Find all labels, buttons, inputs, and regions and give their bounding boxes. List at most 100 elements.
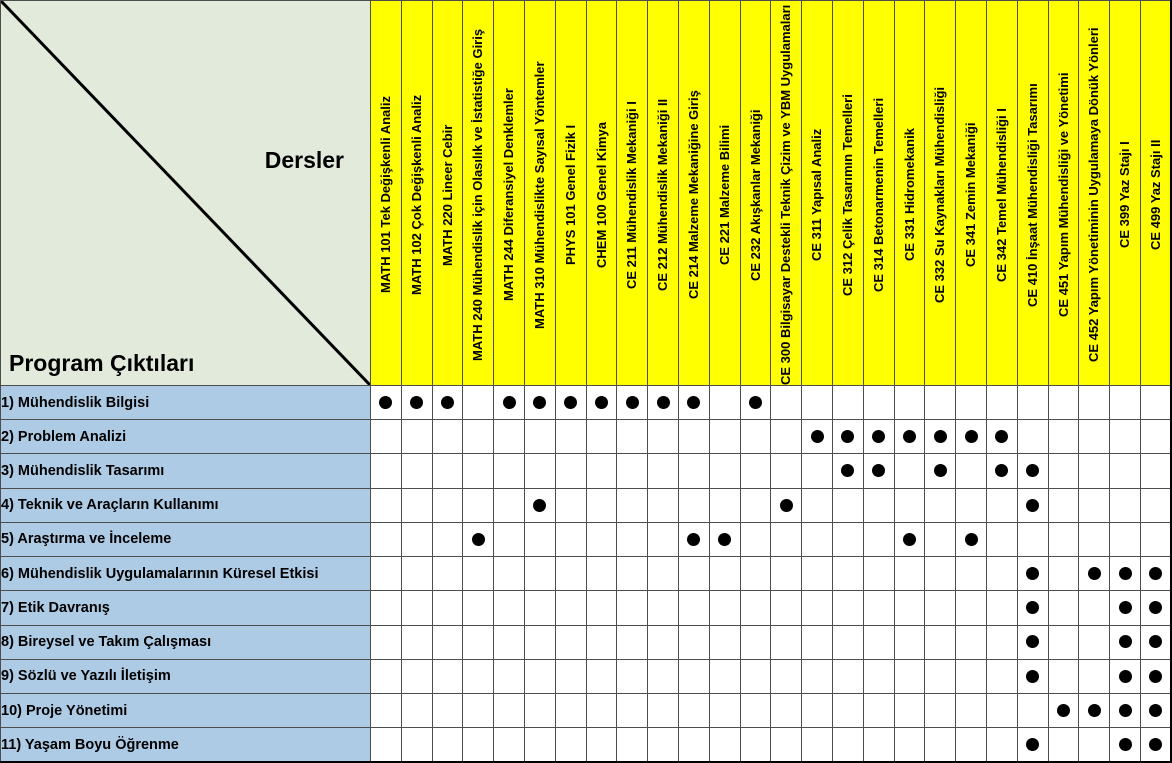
matrix-cell-r11-c1[interactable] bbox=[370, 727, 402, 763]
matrix-cell-r9-c24[interactable] bbox=[1078, 658, 1111, 694]
matrix-cell-r6-c21[interactable] bbox=[985, 556, 1018, 592]
matrix-cell-r6-c22[interactable] bbox=[1016, 556, 1049, 592]
matrix-cell-r9-c19[interactable] bbox=[924, 658, 957, 694]
matrix-cell-r3-c1[interactable] bbox=[370, 453, 402, 489]
matrix-cell-r10-c15[interactable] bbox=[801, 692, 833, 729]
matrix-cell-r11-c23[interactable] bbox=[1047, 727, 1080, 763]
matrix-cell-r11-c9[interactable] bbox=[616, 727, 649, 763]
matrix-cell-r7-c24[interactable] bbox=[1078, 590, 1111, 626]
matrix-cell-r7-c11[interactable] bbox=[677, 590, 710, 626]
matrix-cell-r11-c19[interactable] bbox=[924, 727, 957, 763]
matrix-cell-r11-c13[interactable] bbox=[739, 727, 772, 763]
matrix-cell-r1-c8[interactable] bbox=[585, 384, 618, 421]
matrix-cell-r8-c13[interactable] bbox=[739, 624, 772, 660]
matrix-cell-r9-c23[interactable] bbox=[1047, 658, 1080, 694]
matrix-cell-r7-c4[interactable] bbox=[462, 590, 495, 626]
outcome-label-1[interactable]: 1) Mühendislik Bilgisi bbox=[0, 384, 371, 421]
matrix-cell-r6-c10[interactable] bbox=[647, 556, 679, 592]
matrix-cell-r1-c13[interactable] bbox=[739, 384, 772, 421]
matrix-cell-r2-c23[interactable] bbox=[1047, 419, 1080, 455]
matrix-cell-r6-c17[interactable] bbox=[862, 556, 895, 592]
matrix-cell-r7-c20[interactable] bbox=[955, 590, 987, 626]
matrix-cell-r4-c22[interactable] bbox=[1016, 487, 1049, 523]
matrix-cell-r6-c4[interactable] bbox=[462, 556, 495, 592]
matrix-cell-r3-c10[interactable] bbox=[647, 453, 679, 489]
matrix-cell-r4-c20[interactable] bbox=[955, 487, 987, 523]
matrix-cell-r1-c25[interactable] bbox=[1109, 384, 1141, 421]
matrix-cell-r1-c22[interactable] bbox=[1016, 384, 1049, 421]
matrix-cell-r6-c16[interactable] bbox=[831, 556, 864, 592]
matrix-cell-r5-c6[interactable] bbox=[523, 521, 556, 558]
matrix-cell-r3-c9[interactable] bbox=[616, 453, 649, 489]
matrix-cell-r2-c17[interactable] bbox=[862, 419, 895, 455]
course-header-ce-314[interactable]: CE 314 Betonarmenin Temelleri bbox=[862, 0, 895, 386]
matrix-cell-r2-c13[interactable] bbox=[739, 419, 772, 455]
matrix-cell-r10-c8[interactable] bbox=[585, 692, 618, 729]
matrix-cell-r5-c15[interactable] bbox=[801, 521, 833, 558]
matrix-cell-r2-c26[interactable] bbox=[1139, 419, 1172, 455]
matrix-cell-r6-c8[interactable] bbox=[585, 556, 618, 592]
matrix-cell-r8-c12[interactable] bbox=[708, 624, 741, 660]
matrix-cell-r1-c12[interactable] bbox=[708, 384, 741, 421]
outcome-label-3[interactable]: 3) Mühendislik Tasarımı bbox=[0, 453, 371, 489]
matrix-cell-r5-c18[interactable] bbox=[893, 521, 926, 558]
matrix-cell-r7-c25[interactable] bbox=[1109, 590, 1141, 626]
matrix-cell-r4-c21[interactable] bbox=[985, 487, 1018, 523]
matrix-cell-r4-c8[interactable] bbox=[585, 487, 618, 523]
matrix-cell-r2-c4[interactable] bbox=[462, 419, 495, 455]
matrix-cell-r5-c10[interactable] bbox=[647, 521, 679, 558]
matrix-cell-r4-c18[interactable] bbox=[893, 487, 926, 523]
matrix-cell-r7-c15[interactable] bbox=[801, 590, 833, 626]
matrix-cell-r2-c24[interactable] bbox=[1078, 419, 1111, 455]
matrix-cell-r4-c4[interactable] bbox=[462, 487, 495, 523]
matrix-cell-r1-c11[interactable] bbox=[677, 384, 710, 421]
matrix-cell-r1-c17[interactable] bbox=[862, 384, 895, 421]
matrix-cell-r1-c4[interactable] bbox=[462, 384, 495, 421]
outcome-label-8[interactable]: 8) Bireysel ve Takım Çalışması bbox=[0, 624, 371, 660]
course-header-math-220[interactable]: MATH 220 Lineer Cebir bbox=[431, 0, 464, 386]
matrix-cell-r7-c5[interactable] bbox=[493, 590, 525, 626]
matrix-cell-r11-c20[interactable] bbox=[955, 727, 987, 763]
matrix-cell-r4-c14[interactable] bbox=[770, 487, 803, 523]
matrix-cell-r8-c22[interactable] bbox=[1016, 624, 1049, 660]
matrix-cell-r10-c3[interactable] bbox=[431, 692, 464, 729]
matrix-cell-r10-c24[interactable] bbox=[1078, 692, 1111, 729]
outcome-label-9[interactable]: 9) Sözlü ve Yazılı İletişim bbox=[0, 658, 371, 694]
matrix-cell-r2-c25[interactable] bbox=[1109, 419, 1141, 455]
matrix-cell-r11-c16[interactable] bbox=[831, 727, 864, 763]
matrix-cell-r11-c3[interactable] bbox=[431, 727, 464, 763]
matrix-cell-r5-c1[interactable] bbox=[370, 521, 402, 558]
matrix-cell-r7-c18[interactable] bbox=[893, 590, 926, 626]
matrix-cell-r11-c4[interactable] bbox=[462, 727, 495, 763]
matrix-cell-r4-c11[interactable] bbox=[677, 487, 710, 523]
matrix-cell-r11-c17[interactable] bbox=[862, 727, 895, 763]
matrix-cell-r6-c14[interactable] bbox=[770, 556, 803, 592]
matrix-cell-r5-c7[interactable] bbox=[554, 521, 587, 558]
matrix-cell-r2-c18[interactable] bbox=[893, 419, 926, 455]
outcome-label-10[interactable]: 10) Proje Yönetimi bbox=[0, 692, 371, 729]
matrix-cell-r6-c23[interactable] bbox=[1047, 556, 1080, 592]
matrix-cell-r6-c24[interactable] bbox=[1078, 556, 1111, 592]
matrix-cell-r1-c21[interactable] bbox=[985, 384, 1018, 421]
matrix-cell-r8-c2[interactable] bbox=[400, 624, 433, 660]
matrix-cell-r7-c7[interactable] bbox=[554, 590, 587, 626]
matrix-cell-r11-c8[interactable] bbox=[585, 727, 618, 763]
matrix-cell-r1-c26[interactable] bbox=[1139, 384, 1172, 421]
matrix-cell-r5-c3[interactable] bbox=[431, 521, 464, 558]
matrix-cell-r3-c19[interactable] bbox=[924, 453, 957, 489]
matrix-cell-r7-c17[interactable] bbox=[862, 590, 895, 626]
matrix-cell-r1-c5[interactable] bbox=[493, 384, 525, 421]
matrix-cell-r1-c16[interactable] bbox=[831, 384, 864, 421]
course-header-math-101[interactable]: MATH 101 Tek Değişkenli Analiz bbox=[370, 0, 402, 386]
outcome-label-5[interactable]: 5) Araştırma ve İnceleme bbox=[0, 521, 371, 558]
matrix-cell-r3-c18[interactable] bbox=[893, 453, 926, 489]
course-header-ce-451[interactable]: CE 451 Yapım Mühendisliği ve Yönetimi bbox=[1047, 0, 1080, 386]
matrix-cell-r6-c1[interactable] bbox=[370, 556, 402, 592]
matrix-cell-r1-c1[interactable] bbox=[370, 384, 402, 421]
matrix-cell-r10-c4[interactable] bbox=[462, 692, 495, 729]
matrix-cell-r7-c3[interactable] bbox=[431, 590, 464, 626]
matrix-cell-r3-c3[interactable] bbox=[431, 453, 464, 489]
matrix-cell-r9-c25[interactable] bbox=[1109, 658, 1141, 694]
matrix-cell-r8-c25[interactable] bbox=[1109, 624, 1141, 660]
matrix-cell-r3-c7[interactable] bbox=[554, 453, 587, 489]
